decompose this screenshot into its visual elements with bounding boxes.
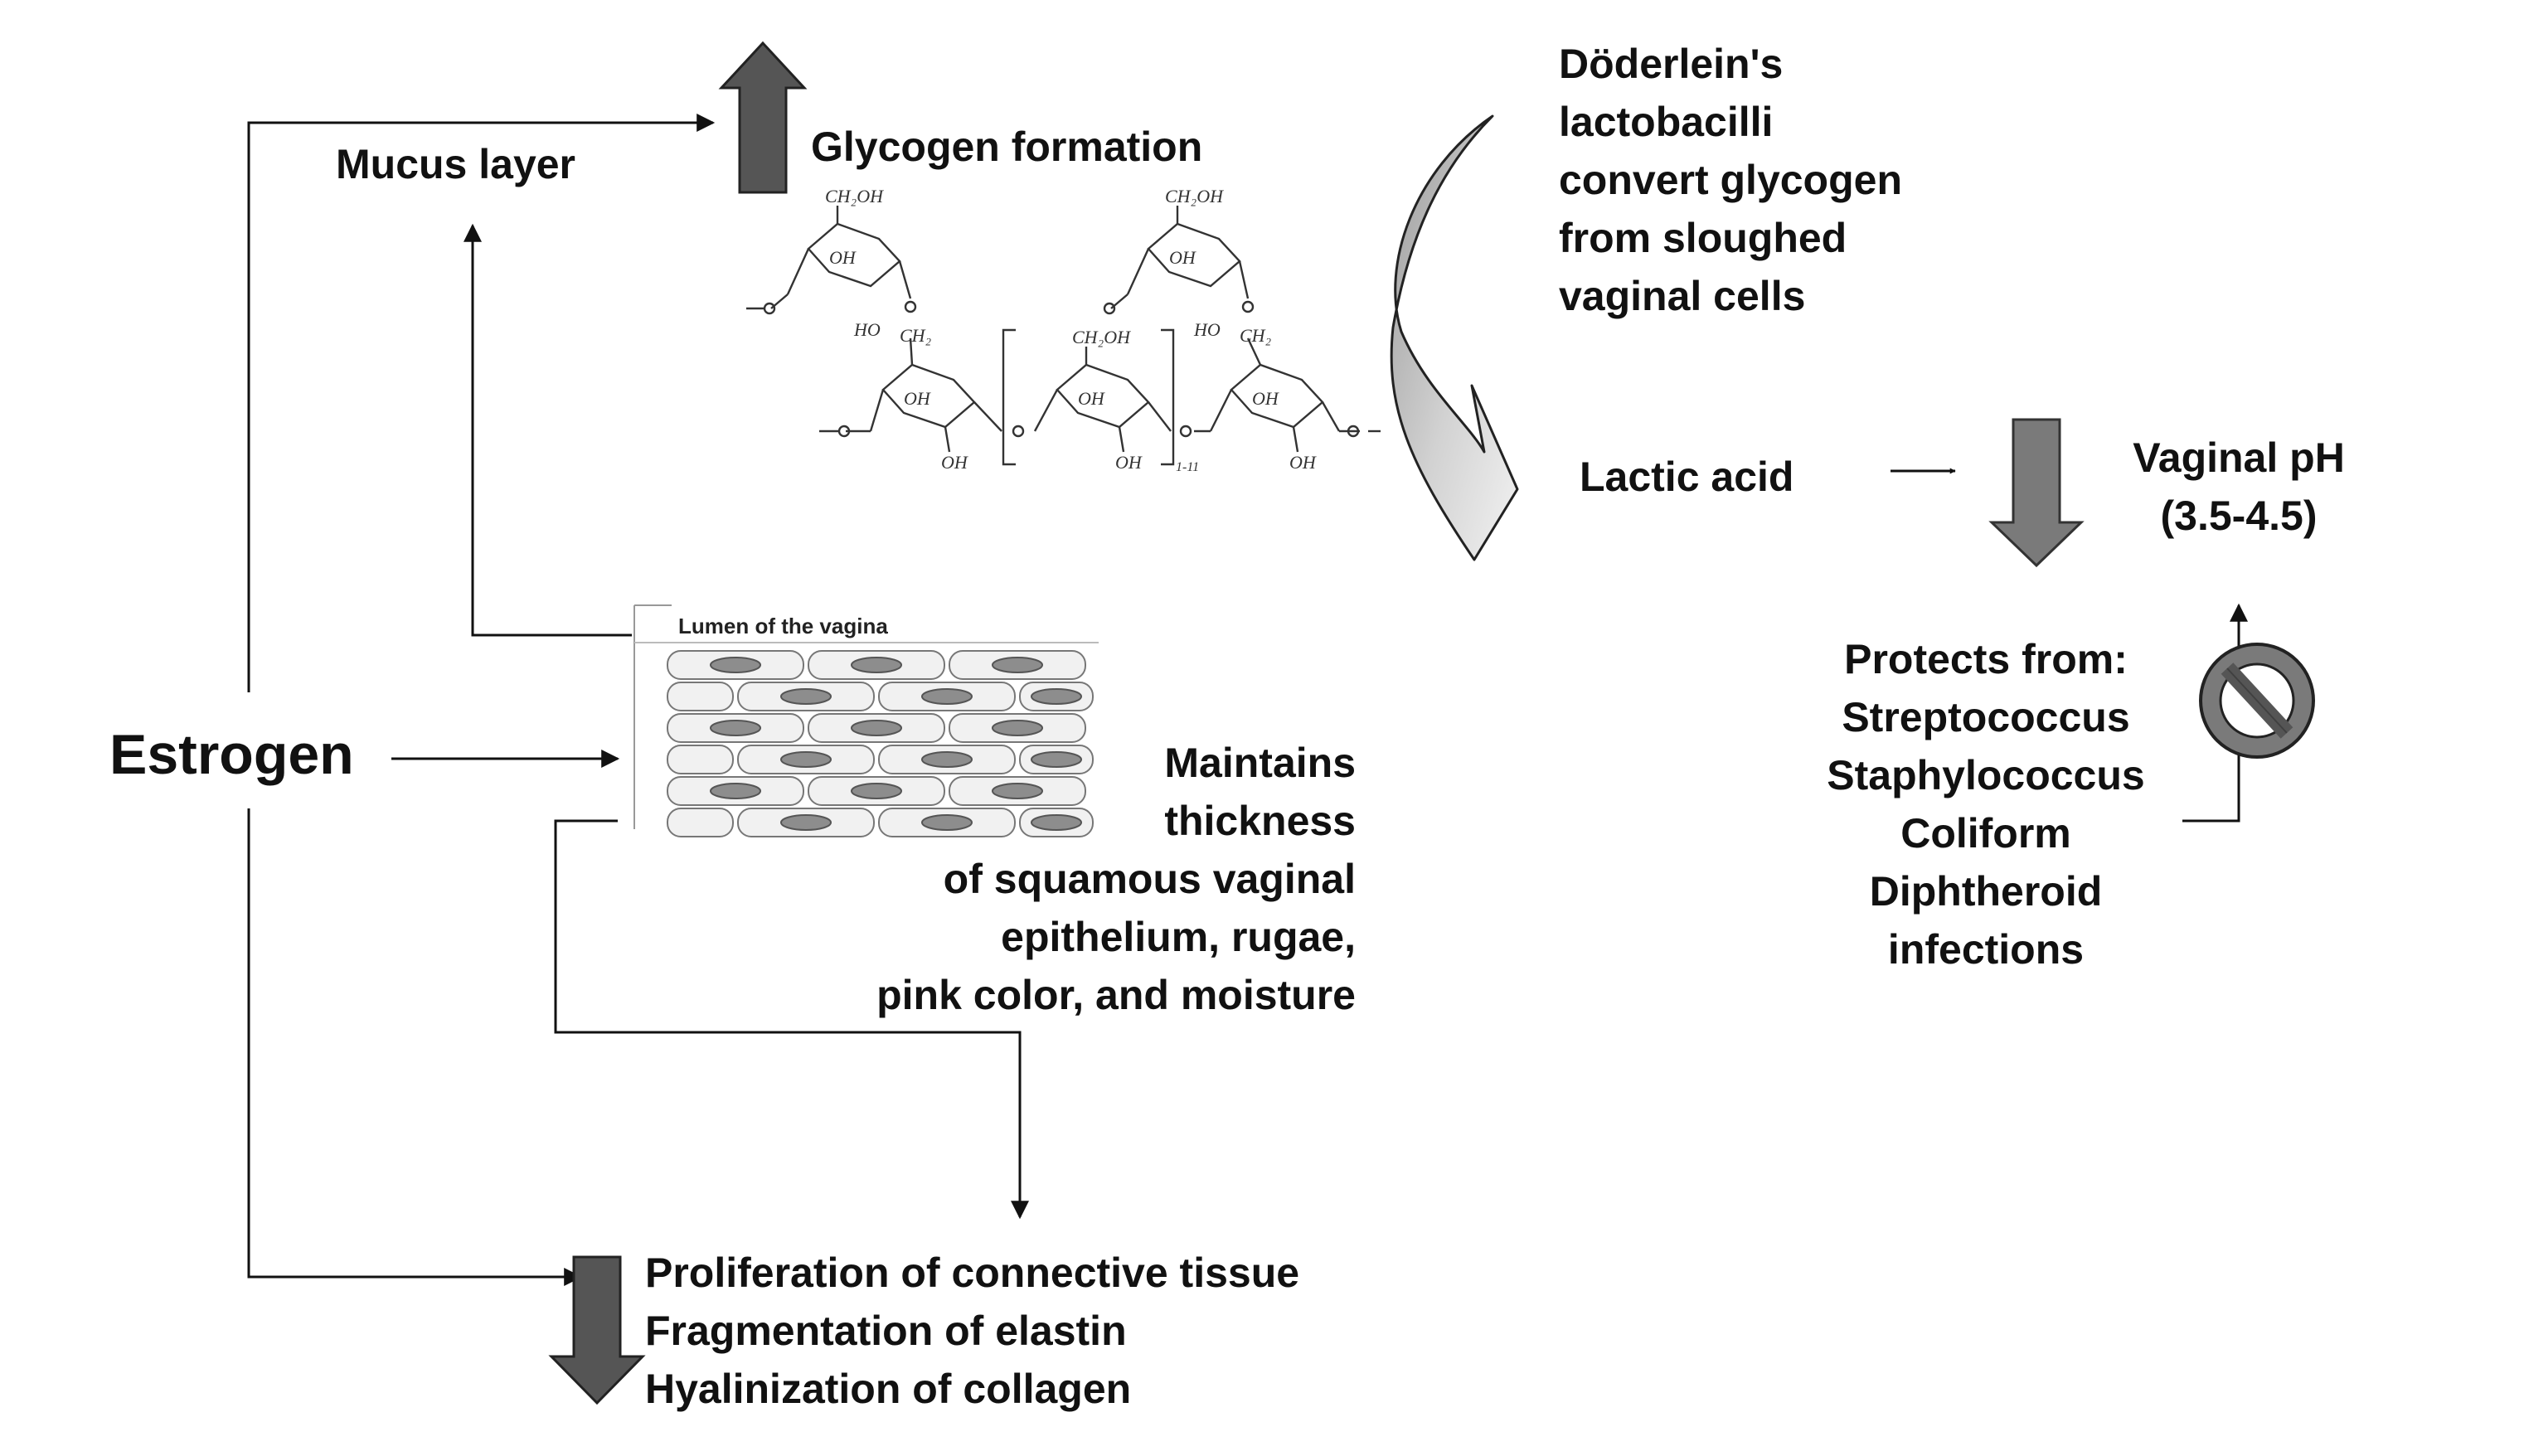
cell-nucleus [780, 688, 832, 705]
glycogen-formation-label: Glycogen formation [811, 124, 1203, 170]
cell-nucleus [921, 751, 973, 768]
chem-label: CH₂ [900, 325, 932, 346]
epithelium-down-arrow [554, 819, 1029, 1220]
estrogen-connector-lines [247, 114, 716, 1286]
epithelium-to-mucus-arrow [464, 223, 632, 637]
epithelial-cell [667, 682, 734, 711]
cell-nucleus [921, 688, 973, 705]
cell-nucleus [710, 657, 761, 673]
connective-tissue-label: Proliferation of connective tissue Fragm… [645, 1250, 1300, 1412]
glycogen-structure-labels: CH₂OH CH₂OH CH₂OH OH OH OH OH OH OH OH O… [825, 186, 1317, 474]
connective-down-arrow [548, 1255, 646, 1405]
chem-label: OH [1169, 247, 1196, 268]
vaginal-ph-label: Vaginal pH (3.5-4.5) [2133, 434, 2345, 539]
chem-label: OH [1252, 388, 1279, 409]
curved-conversion-arrow [1390, 114, 1519, 561]
chem-label: CH₂OH [1165, 186, 1224, 206]
cell-nucleus [780, 814, 832, 831]
cell-nucleus [851, 783, 902, 799]
cell-nucleus [851, 720, 902, 736]
epithelium-illustration [633, 604, 1099, 846]
chem-label: CH₂OH [1072, 327, 1131, 347]
chem-label: OH [829, 247, 857, 268]
glycogen-up-arrow [718, 41, 808, 194]
epithelial-cell [667, 745, 734, 774]
cell-nucleus [1031, 688, 1082, 705]
glycogen-structure [746, 206, 1381, 466]
chem-label: CH₂OH [825, 186, 884, 206]
cell-nucleus [992, 657, 1043, 673]
cell-nucleus [921, 814, 973, 831]
cell-nucleus [1031, 814, 1082, 831]
cell-nucleus [992, 783, 1043, 799]
chem-label: OH [941, 452, 968, 473]
mucus-layer-label: Mucus layer [336, 141, 576, 187]
lumen-caption: Lumen of the vagina [678, 614, 888, 638]
cell-nucleus [992, 720, 1043, 736]
ph-down-arrow [1988, 418, 2085, 568]
cell-nucleus [1031, 751, 1082, 768]
protects-from-label: Protects from: Streptococcus Staphylococ… [1827, 636, 2145, 973]
chem-label: CH₂ [1240, 325, 1272, 346]
epithelium-effects-label: Maintains thickness of squamous vaginal … [876, 740, 1356, 1018]
chem-label: HO [853, 319, 881, 340]
chem-label: OH [904, 388, 931, 409]
estrogen-label: Estrogen [109, 723, 354, 786]
cell-nucleus [851, 657, 902, 673]
lactobacilli-label: Döderlein's lactobacilli convert glycoge… [1559, 41, 1902, 319]
cell-nucleus [780, 751, 832, 768]
no-symbol-icon [2199, 643, 2315, 759]
lactic-acid-label: Lactic acid [1580, 454, 1794, 500]
cell-nucleus [710, 720, 761, 736]
chem-label: OH [1289, 452, 1317, 473]
chem-label: OH [1078, 388, 1105, 409]
chem-label: OH [1115, 452, 1143, 473]
chem-label: 1-11 [1176, 460, 1199, 474]
chem-label: HO [1193, 319, 1221, 340]
cell-nucleus [710, 783, 761, 799]
epithelial-cell [667, 808, 734, 837]
